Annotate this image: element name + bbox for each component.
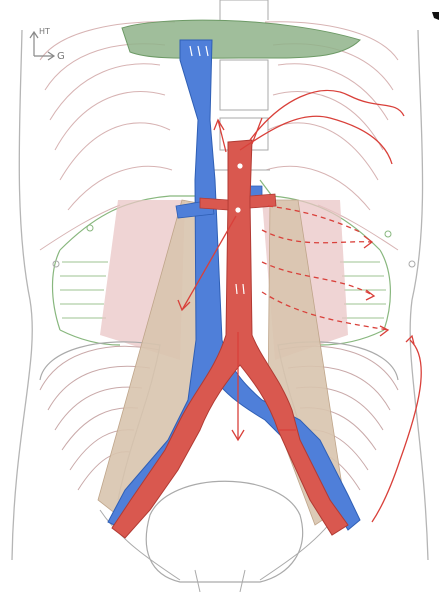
sacrum [195,570,245,592]
rib-tip-left [87,225,93,231]
side-label: G [57,51,65,62]
rib-lines-right [340,262,386,318]
rib-lines-left [60,262,108,318]
orientation-indicator: HT G [30,27,65,62]
right-arrow-icon [34,52,54,60]
rib-tip-right-low [409,261,415,267]
up-arrow-icon [30,32,38,56]
corner-mark [432,12,439,20]
rib-tip-right [385,231,391,237]
renal-artery-left [200,198,228,210]
central-tendon [122,20,360,58]
up-label: HT [39,27,50,36]
